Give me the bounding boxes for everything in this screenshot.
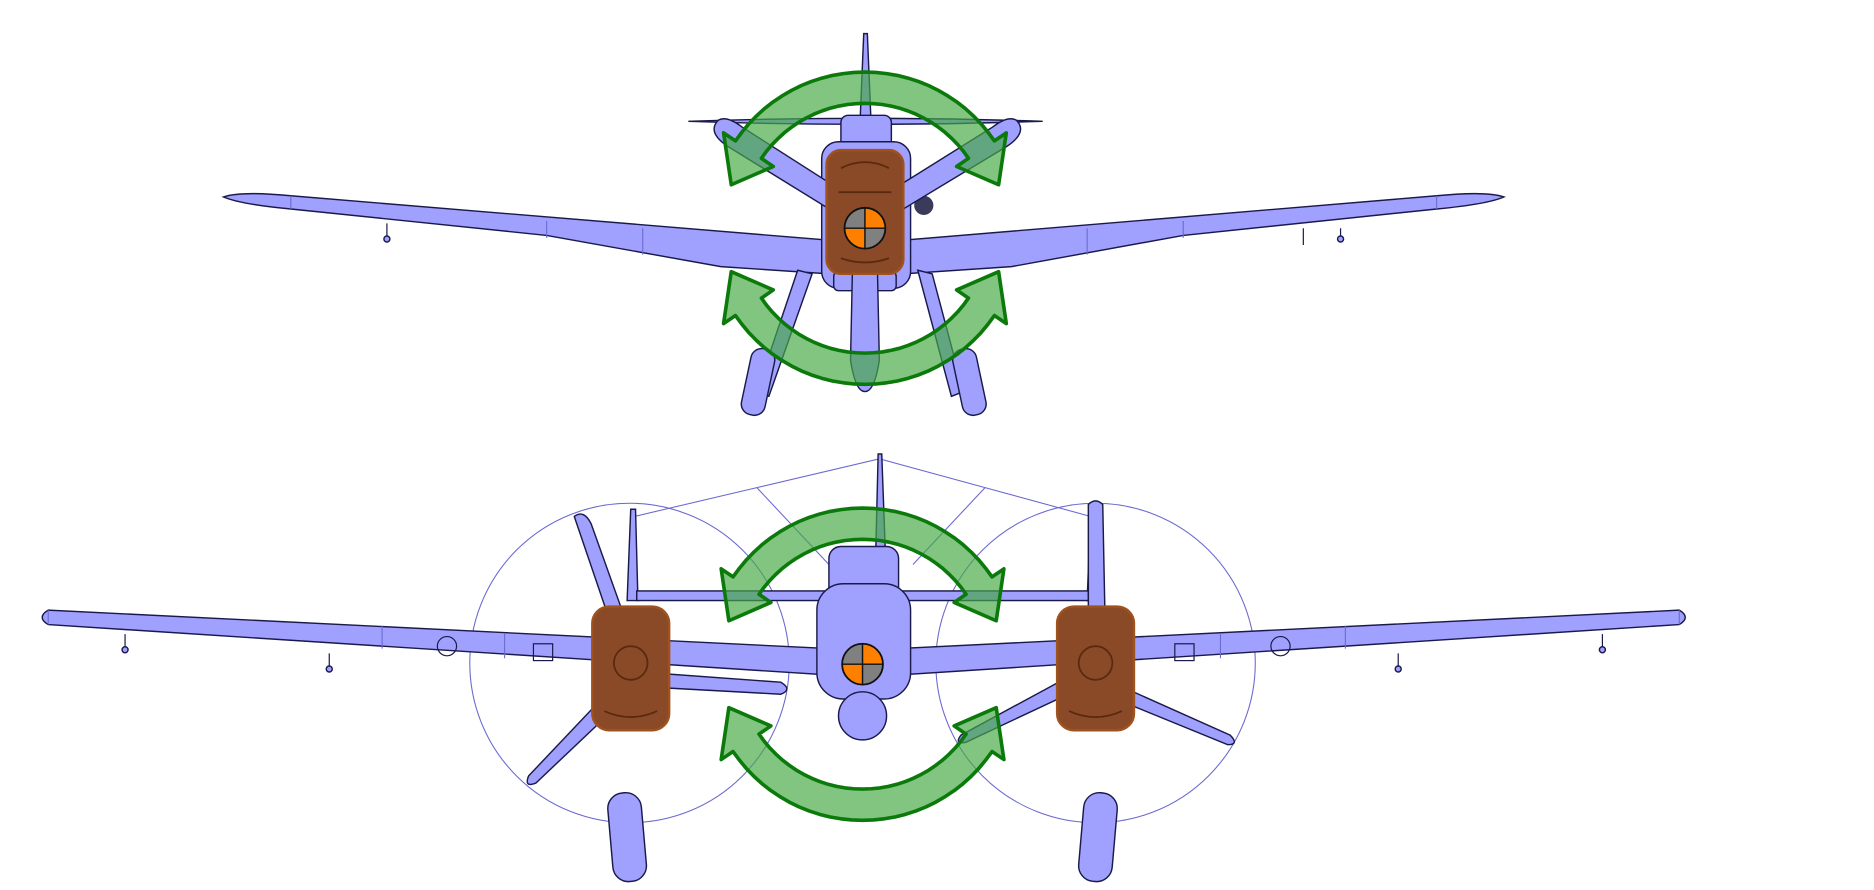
rotation-arrow-icon bbox=[719, 506, 1006, 623]
wing-panel bbox=[1174, 643, 1195, 662]
left-gear bbox=[607, 791, 648, 883]
pitot-tip bbox=[1394, 665, 1402, 673]
wing-panel-lines bbox=[290, 195, 1438, 255]
right-gear bbox=[1077, 791, 1118, 883]
left-wing bbox=[221, 192, 830, 275]
center-of-gravity-icon bbox=[843, 206, 887, 250]
left-engine-cowling bbox=[591, 605, 671, 732]
center-of-gravity-icon bbox=[841, 642, 884, 686]
pitot-tip bbox=[383, 235, 391, 243]
exhaust bbox=[914, 195, 934, 215]
wing-panel-lines bbox=[47, 610, 1680, 659]
right-wing bbox=[902, 192, 1506, 275]
rotation-arrows bbox=[719, 70, 1009, 823]
engine-detail bbox=[838, 161, 892, 264]
right-engine-cowling bbox=[1055, 605, 1136, 732]
left-prop-blade-right bbox=[648, 671, 788, 695]
rotation-arrow-icon bbox=[719, 705, 1006, 823]
left-spinner bbox=[613, 645, 649, 681]
rotation-arrow-icon bbox=[721, 70, 1009, 187]
wing-panel bbox=[532, 643, 554, 662]
pitot-tip bbox=[325, 665, 333, 673]
pitot-tip bbox=[1598, 646, 1607, 654]
right-prop-blade-up bbox=[1087, 500, 1106, 626]
pitot-tip bbox=[121, 646, 129, 654]
right-wing bbox=[897, 609, 1686, 676]
ventral-gondola bbox=[837, 691, 888, 741]
wing-port bbox=[436, 635, 458, 657]
right-prop-blade-right bbox=[1108, 683, 1235, 746]
wing-port bbox=[1270, 635, 1291, 657]
left-wing bbox=[41, 609, 830, 676]
pitot-tip bbox=[1336, 235, 1345, 243]
right-spinner bbox=[1077, 645, 1114, 681]
engine-detail bbox=[603, 710, 1123, 718]
left-fin bbox=[626, 508, 639, 602]
twin-engine-aircraft bbox=[41, 453, 1686, 883]
pitot-tubes bbox=[124, 634, 1603, 668]
rotation-arrow-icon bbox=[721, 269, 1009, 387]
